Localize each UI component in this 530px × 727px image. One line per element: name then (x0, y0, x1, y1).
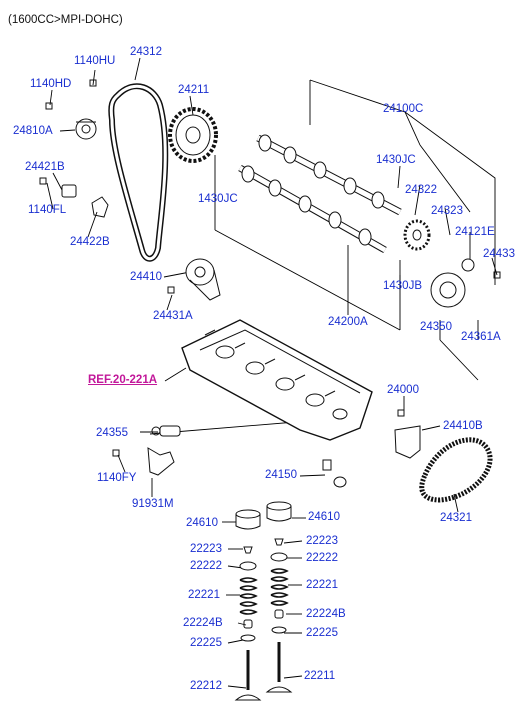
part-label-24410[interactable]: 24410 (130, 271, 162, 283)
part-label-22222-left[interactable]: 22222 (190, 560, 222, 572)
part-label-24322[interactable]: 24322 (405, 184, 437, 196)
cylinder-head-shape (181, 319, 373, 441)
bolt-shapes (39, 79, 501, 457)
part-label-1430jc-left[interactable]: 1430JC (198, 193, 238, 205)
part-label-24312[interactable]: 24312 (130, 46, 162, 58)
part-label-24433[interactable]: 24433 (483, 248, 515, 260)
part-label-22221-left[interactable]: 22221 (188, 589, 220, 601)
part-label-24810a[interactable]: 24810A (13, 125, 53, 137)
cam-sprocket-shape (168, 107, 218, 163)
seal-shapes (240, 609, 287, 642)
leader-lines (46, 57, 498, 689)
part-label-22225-right[interactable]: 22225 (306, 627, 338, 639)
plug-shape (322, 459, 347, 488)
part-label-22212[interactable]: 22212 (190, 680, 222, 692)
part-label-22224b-left[interactable]: 22224B (183, 617, 223, 629)
part-label-24323[interactable]: 24323 (431, 205, 463, 217)
part-label-24350[interactable]: 24350 (420, 321, 452, 333)
part-label-24121e[interactable]: 24121E (455, 226, 495, 238)
part-label-24200a[interactable]: 24200A (328, 316, 368, 328)
part-label-22222-right[interactable]: 22222 (306, 552, 338, 564)
part-label-24211[interactable]: 24211 (178, 84, 210, 96)
wire-bracket-shape (147, 447, 175, 476)
spacer-shape (61, 184, 77, 198)
part-label-22223-left[interactable]: 22223 (190, 543, 222, 555)
part-label-1140hd[interactable]: 1140HD (30, 78, 72, 90)
cam-gear-shape (403, 219, 431, 251)
timing-chain-shape (419, 437, 493, 503)
cvvt-unit-shape (430, 258, 475, 308)
part-label-24431a[interactable]: 24431A (153, 310, 193, 322)
tensioner-shape (185, 258, 221, 301)
part-label-1140fy[interactable]: 1140FY (97, 472, 137, 484)
part-label-24321[interactable]: 24321 (440, 512, 472, 524)
tappet-shapes (235, 501, 292, 530)
valve-spring-shapes (239, 568, 289, 615)
part-label-1140fl[interactable]: 1140FL (28, 204, 67, 216)
chain-tensioner-shape (394, 425, 421, 459)
part-label-24421b[interactable]: 24421B (25, 161, 65, 173)
idler-pulley-shape (75, 118, 97, 140)
part-label-24422b[interactable]: 24422B (70, 236, 110, 248)
part-label-1140hu[interactable]: 1140HU (74, 55, 116, 67)
part-label-22223-right[interactable]: 22223 (306, 535, 338, 547)
part-label-24361a[interactable]: 24361A (461, 331, 501, 343)
part-label-22221-right[interactable]: 22221 (306, 579, 338, 591)
valve-shapes (234, 642, 293, 701)
engine-spec-header: (1600CC>MPI-DOHC) (8, 14, 123, 26)
cam-sensor-shape (151, 425, 181, 437)
ref-link-20-221a[interactable]: REF.20-221A (88, 374, 158, 386)
part-label-1430jc-right[interactable]: 1430JC (376, 154, 416, 166)
part-label-22211[interactable]: 22211 (304, 670, 336, 682)
part-label-91931m[interactable]: 91931M (132, 498, 174, 510)
camshaft-intake-shape (256, 134, 402, 216)
part-label-24610-right[interactable]: 24610 (308, 511, 340, 523)
bracket-shape (91, 196, 109, 218)
part-label-22224b-right[interactable]: 22224B (306, 608, 346, 620)
part-label-1430jb[interactable]: 1430JB (383, 280, 423, 292)
part-label-24100c[interactable]: 24100C (383, 103, 424, 115)
retainer-shapes (239, 538, 288, 571)
part-label-24410b[interactable]: 24410B (443, 420, 483, 432)
part-label-24355[interactable]: 24355 (96, 427, 128, 439)
part-label-24150[interactable]: 24150 (265, 469, 297, 481)
timing-belt-shape (108, 83, 169, 262)
part-label-24610-left[interactable]: 24610 (186, 517, 218, 529)
part-label-22225-left[interactable]: 22225 (190, 637, 222, 649)
camshaft-exhaust-shape (238, 164, 387, 254)
part-label-24000[interactable]: 24000 (387, 384, 419, 396)
